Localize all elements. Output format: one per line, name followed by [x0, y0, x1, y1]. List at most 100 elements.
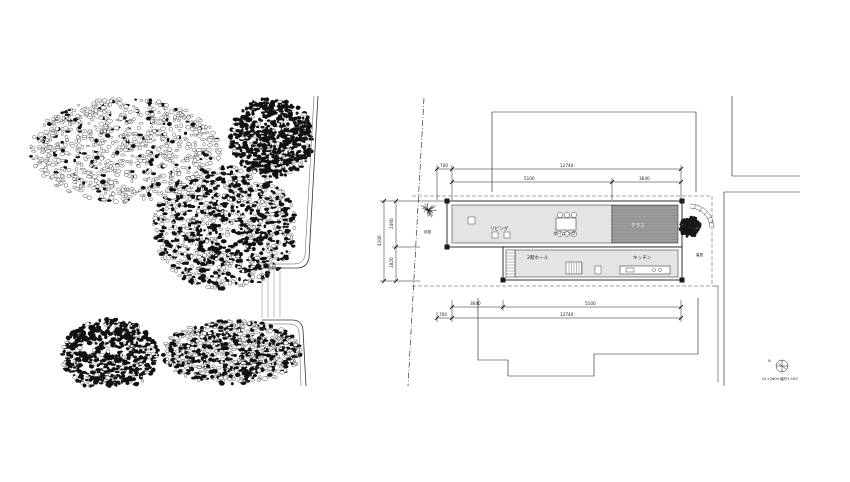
leaf-mark [170, 263, 177, 268]
leaf-mark [93, 354, 97, 359]
column [679, 277, 685, 283]
leaf-mark [76, 135, 80, 139]
leaf-mark [194, 124, 198, 128]
leaf-mark [236, 265, 242, 269]
leaf-mark [173, 253, 178, 258]
leaf-mark [202, 253, 207, 258]
leaf-mark [75, 167, 79, 172]
leaf-mark [98, 334, 102, 338]
leaf-mark [131, 336, 136, 340]
leaf-mark [120, 368, 124, 371]
leaf-mark [90, 159, 94, 164]
leaf-mark [247, 321, 252, 326]
leaf-mark [167, 121, 172, 127]
leaf-mark [96, 363, 101, 367]
leaf-mark [88, 109, 92, 114]
leaf-mark [165, 349, 170, 353]
leaf-mark [99, 146, 103, 150]
leaf-mark [278, 169, 283, 174]
leaf-mark [211, 198, 217, 203]
dim-top-total: 12740 [560, 163, 574, 168]
leaf-mark [232, 117, 238, 122]
leaf-mark [200, 148, 207, 151]
leaf-mark [265, 213, 271, 216]
leaf-mark [281, 232, 284, 235]
leaf-mark [181, 261, 187, 265]
leaf-mark [269, 199, 274, 202]
leaf-mark [177, 343, 181, 347]
leaf-mark [45, 118, 50, 122]
leaf-mark [198, 220, 202, 224]
leaf-mark [296, 150, 299, 155]
leaf-mark [197, 195, 203, 200]
leaf-mark [86, 340, 92, 345]
leaf-mark [271, 161, 278, 165]
leaf-mark [228, 281, 232, 286]
leaf-mark [147, 139, 153, 144]
leaf-mark [194, 248, 198, 252]
leaf-mark [246, 223, 249, 226]
leaf-mark [238, 118, 243, 122]
leaf-mark [46, 122, 52, 126]
leaf-mark [169, 349, 174, 353]
leaf-mark [175, 205, 178, 210]
leaf-mark [249, 272, 254, 276]
leaf-mark [162, 164, 167, 168]
leaf-mark [182, 188, 185, 192]
leaf-mark [270, 204, 277, 208]
leaf-mark [94, 138, 99, 143]
leaf-mark [264, 197, 270, 200]
leaf-mark [256, 184, 260, 188]
leaf-mark [216, 333, 222, 336]
leaf-mark [169, 215, 174, 218]
leaf-mark [186, 344, 191, 348]
leaf-mark [233, 332, 236, 338]
leaf-mark [264, 97, 267, 102]
leaf-mark [70, 144, 75, 148]
leaf-mark [76, 143, 82, 148]
leaf-mark [108, 161, 114, 165]
leaf-mark [162, 118, 166, 122]
leaf-mark [212, 368, 218, 372]
leaf-mark [205, 284, 212, 289]
leaf-mark [142, 196, 146, 201]
leaf-mark [85, 372, 90, 375]
leaf-mark [286, 135, 291, 138]
leaf-mark [167, 201, 170, 205]
leaf-mark [119, 105, 122, 109]
leaf-mark [105, 343, 111, 348]
leaf-mark [195, 282, 202, 285]
dim-top-right-span: 3640 [639, 176, 650, 181]
leaf-mark [93, 125, 97, 128]
room-label-hall: 2階ホール [527, 254, 549, 261]
leaf-mark [110, 343, 116, 348]
leaf-mark [125, 142, 129, 147]
leaf-mark [74, 187, 80, 191]
leaf-mark [225, 262, 230, 266]
leaf-mark [52, 157, 58, 162]
leaf-mark [157, 164, 161, 169]
leaf-mark [115, 118, 118, 122]
leaf-mark [284, 156, 290, 159]
leaf-mark [172, 188, 177, 192]
leaf-mark [52, 121, 57, 125]
leaf-mark [239, 124, 245, 129]
leaf-mark [276, 225, 279, 229]
leaf-mark [186, 115, 191, 120]
leaf-mark [55, 146, 60, 149]
leaf-mark [268, 202, 274, 205]
leaf-mark [283, 350, 288, 355]
leaf-mark [236, 249, 240, 254]
leaf-mark [164, 199, 169, 202]
leaf-mark [207, 246, 212, 251]
leaf-mark [252, 233, 255, 238]
leaf-mark [132, 105, 135, 108]
leaf-mark [104, 329, 110, 334]
leaf-mark [220, 357, 226, 361]
leaf-mark [250, 252, 255, 257]
leaf-mark [84, 378, 89, 382]
leaf-mark [232, 181, 236, 185]
leaf-mark [81, 137, 87, 140]
leaf-mark [295, 143, 302, 147]
leaf-mark [174, 237, 177, 243]
